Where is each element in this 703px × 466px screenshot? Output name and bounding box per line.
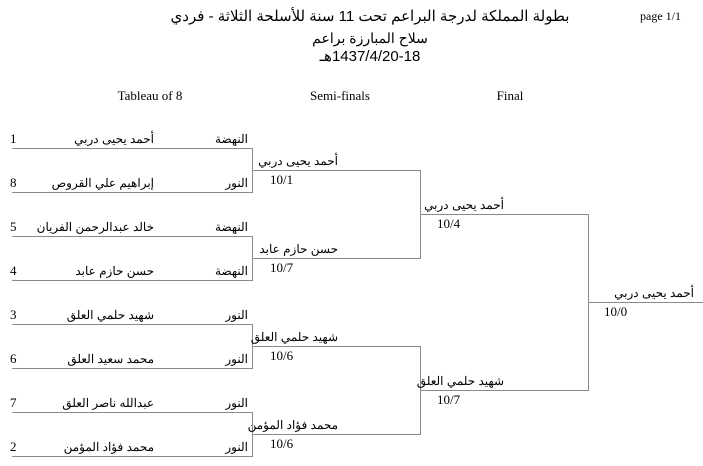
club-name: النور	[225, 440, 248, 454]
entrant-line	[12, 324, 253, 325]
seed-number: 8	[10, 175, 17, 190]
semi-score: 10/6	[270, 436, 294, 451]
semi-score: 10/6	[270, 348, 294, 363]
semi-fencer-name: حسن حازم عابد	[259, 242, 338, 256]
competition-title: بطولة المملكة لدرجة البراعم تحت 11 سنة ل…	[170, 8, 570, 25]
semi-fencer-name: محمد فؤاد المؤمن	[247, 418, 338, 432]
fencer-name: عبدالله ناصر العلق	[62, 396, 154, 410]
winner-name: أحمد يحيى دربي	[614, 286, 694, 300]
final-line	[420, 390, 589, 391]
club-name: النهضة	[215, 264, 248, 278]
semi-line	[252, 434, 421, 435]
final-score: 10/7	[437, 392, 461, 407]
fencer-name: إبراهيم علي القروص	[51, 176, 154, 190]
seed-number: 6	[10, 351, 17, 366]
entrant-line	[12, 456, 253, 457]
event-date: 1437/4/20-18هـ	[319, 48, 421, 65]
seed-number: 2	[10, 439, 17, 454]
weapon-subtitle: سلاح المبارزة براعم	[312, 30, 428, 46]
final-score: 10/4	[437, 216, 461, 231]
club-name: النهضة	[215, 132, 248, 146]
seed-number: 1	[10, 131, 17, 146]
seed-number: 3	[10, 307, 17, 322]
final-fencer-name: أحمد يحيى دربي	[424, 198, 504, 212]
seed-number: 4	[10, 263, 17, 278]
semi-line	[252, 170, 421, 171]
column-header-tableau: Tableau of 8	[117, 88, 183, 103]
winner-score: 10/0	[604, 304, 628, 319]
club-name: النهضة	[215, 220, 248, 234]
fencer-name: حسن حازم عابد	[75, 264, 154, 278]
fencer-name: أحمد يحيى دربي	[74, 132, 154, 146]
entrant-line	[12, 368, 253, 369]
fencer-name: خالد عبدالرحمن الفريان	[36, 220, 154, 234]
club-name: النور	[225, 352, 248, 366]
column-header-semis: Semi-finals	[310, 88, 370, 103]
semi-fencer-name: شهيد حلمي العلق	[250, 330, 338, 344]
page-number: page 1/1	[640, 9, 681, 23]
semi-fencer-name: أحمد يحيى دربي	[258, 154, 338, 168]
seed-number: 7	[10, 395, 17, 410]
fencer-name: محمد فؤاد المؤمن	[63, 440, 154, 454]
semi-line	[252, 258, 421, 259]
entrant-line	[12, 236, 253, 237]
entrant-line	[12, 192, 253, 193]
fencer-name: شهيد حلمي العلق	[66, 308, 154, 322]
fencer-name: محمد سعيد العلق	[67, 352, 154, 366]
column-header-final: Final	[496, 88, 524, 103]
semi-line	[252, 346, 421, 347]
club-name: النور	[225, 396, 248, 410]
club-name: النور	[225, 176, 248, 190]
winner-line	[588, 302, 703, 303]
club-name: النور	[225, 308, 248, 322]
entrant-line	[12, 412, 253, 413]
final-fencer-name: شهيد حلمي العلق	[416, 374, 504, 388]
seed-number: 5	[10, 219, 17, 234]
semi-score: 10/7	[270, 260, 294, 275]
entrant-line	[12, 148, 253, 149]
final-line	[420, 214, 589, 215]
semi-score: 10/1	[270, 172, 294, 187]
entrant-line	[12, 280, 253, 281]
